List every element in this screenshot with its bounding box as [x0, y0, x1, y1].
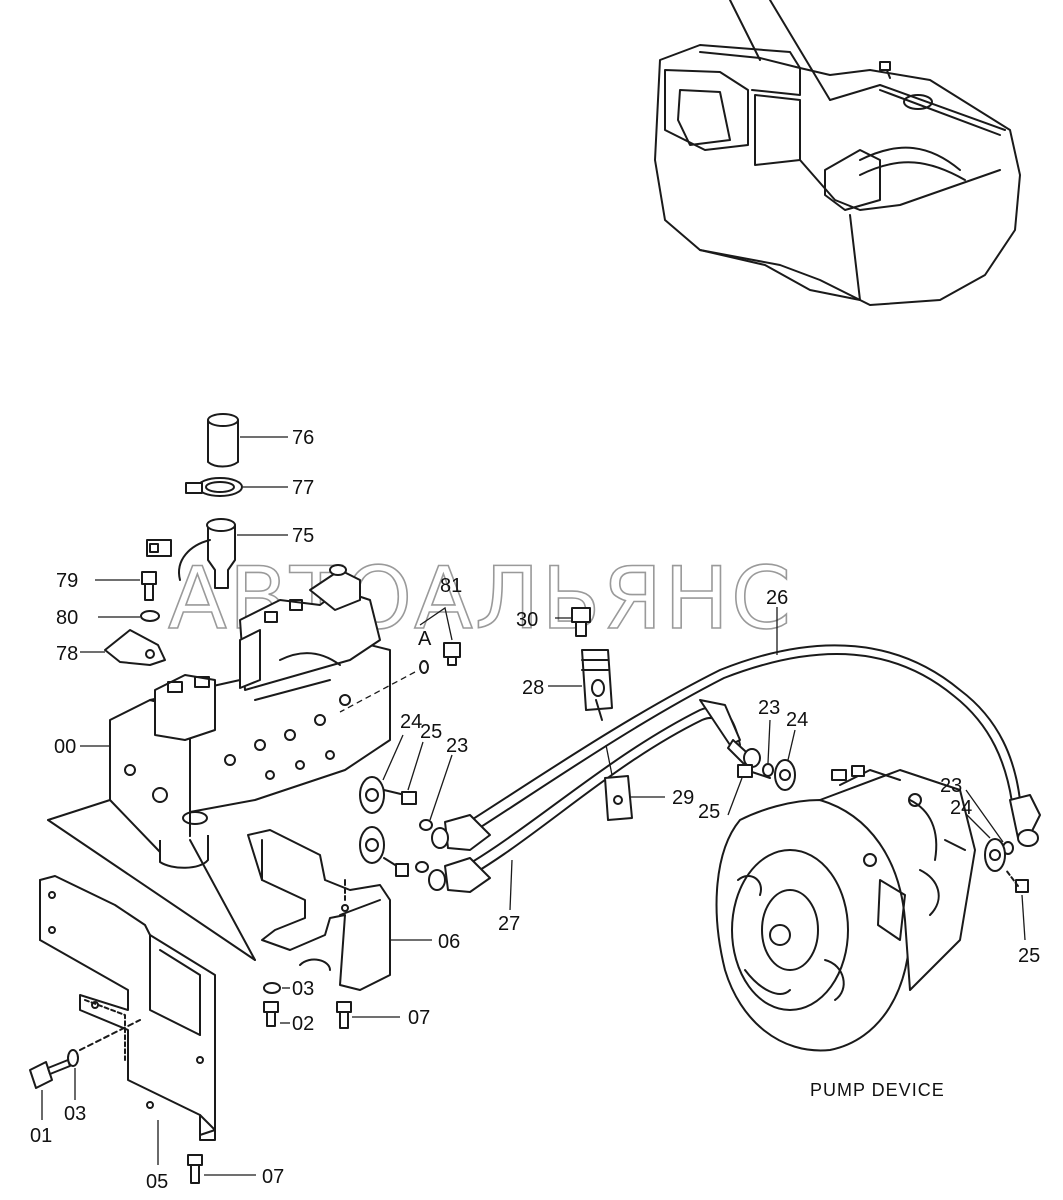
label-05: 05: [146, 1171, 168, 1193]
part-28-clamp: [548, 649, 613, 721]
label-03-upper: 03: [292, 978, 314, 1000]
label-80: 80: [56, 607, 78, 629]
label-29: 29: [672, 787, 694, 809]
part-30-bolt: [555, 607, 591, 637]
label-00: 00: [54, 736, 76, 758]
callout-a: A: [339, 628, 432, 713]
hardware-01-bolt: [29, 1059, 71, 1120]
label-07-upper: 07: [408, 1007, 430, 1029]
label-24-pump-upper: 24: [786, 709, 808, 731]
pump-flange-upper: [727, 719, 796, 816]
caption-pump-device: PUMP DEVICE: [810, 1080, 945, 1100]
hose-27: [439, 699, 761, 911]
label-01: 01: [30, 1125, 52, 1147]
label-24-pump-lower: 24: [950, 797, 972, 819]
pump-device: [715, 765, 976, 1052]
flange-valve-upper: [359, 734, 453, 831]
label-03-lower: 03: [64, 1103, 86, 1125]
pump-flange-lower: [961, 789, 1029, 941]
part-06-bracket: [247, 829, 432, 991]
flange-valve-lower: [359, 826, 429, 877]
part-79-bolt: [95, 571, 157, 601]
part-05-cover-plate: [39, 875, 216, 1165]
label-26: 26: [766, 587, 788, 609]
label-25-valve: 25: [420, 721, 442, 743]
label-30: 30: [516, 609, 538, 631]
part-78-bracket: [80, 629, 166, 666]
label-06: 06: [438, 931, 460, 953]
hardware-07-bolt-lower: [187, 1154, 256, 1184]
label-25-pump-lower: 25: [1018, 945, 1040, 967]
label-25-pump-upper: 25: [698, 801, 720, 823]
part-81-fitting: [419, 606, 461, 666]
label-02: 02: [292, 1013, 314, 1035]
label-76: 76: [292, 427, 314, 449]
label-28: 28: [522, 677, 544, 699]
label-23-valve: 23: [446, 735, 468, 757]
label-23-pump-upper: 23: [758, 697, 780, 719]
label-77: 77: [292, 477, 314, 499]
part-76-cap: [207, 413, 288, 468]
label-79: 79: [56, 570, 78, 592]
part-29-clip: [604, 744, 665, 821]
hose-ends-valve: [428, 814, 491, 893]
part-00-control-valve: [47, 564, 391, 961]
hardware-07-bolt-upper: [336, 1001, 400, 1029]
part-80-washer: [98, 610, 160, 622]
label-27: 27: [498, 913, 520, 935]
label-23-pump-lower: 23: [940, 775, 962, 797]
part-77-clamp: [185, 477, 288, 497]
hardware-02-bolt: [263, 1001, 290, 1027]
hardware-03-washer-lower: [67, 1049, 79, 1100]
label-81: 81: [440, 575, 462, 597]
label-07-lower: 07: [262, 1166, 284, 1188]
excavator-overview: [654, 0, 1021, 306]
label-75: 75: [292, 525, 314, 547]
label-78: 78: [56, 643, 78, 665]
label-24-valve: 24: [400, 711, 422, 733]
hardware-03-washer: [263, 982, 290, 994]
part-75-sensor: [146, 518, 288, 589]
callout-a-letter: A: [418, 628, 432, 650]
hose-26: [439, 607, 1041, 849]
